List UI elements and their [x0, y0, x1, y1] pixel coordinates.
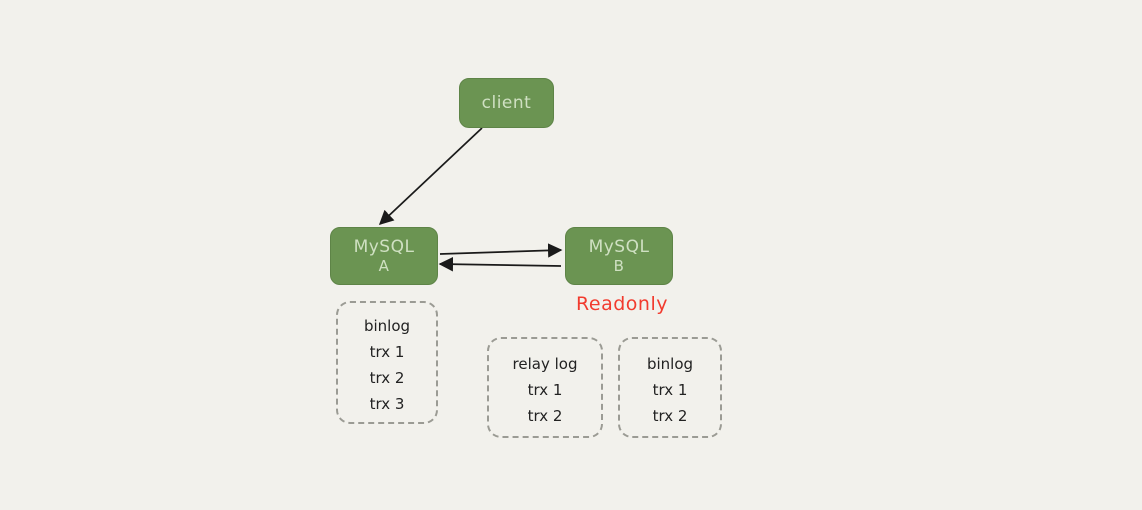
node-mysql-a: MySQL A: [330, 227, 438, 285]
binlog-a-entry: trx 1: [369, 343, 405, 361]
node-mysql-b: MySQL B: [565, 227, 673, 285]
node-mysql-a-subtitle: A: [378, 257, 390, 275]
relay-log-box-mysql-b: relay log trx 1 trx 2: [487, 337, 603, 438]
readonly-label: Readonly: [576, 293, 668, 315]
relay-log-b-entry: trx 1: [527, 381, 563, 399]
node-mysql-b-subtitle: B: [613, 257, 625, 275]
node-client-label: client: [481, 93, 532, 113]
binlog-a-entry: trx 3: [369, 395, 405, 413]
node-mysql-a-title: MySQL: [353, 237, 415, 257]
binlog-b-entry: trx 2: [652, 407, 688, 425]
binlog-a-entry: trx 2: [369, 369, 405, 387]
node-client: client: [459, 78, 554, 128]
binlog-b-entry: trx 1: [652, 381, 688, 399]
binlog-box-mysql-b: binlog trx 1 trx 2: [618, 337, 722, 438]
binlog-a-title: binlog: [363, 317, 411, 335]
arrow-client-to-mysql-a: [378, 127, 483, 225]
binlog-box-mysql-a: binlog trx 1 trx 2 trx 3: [336, 301, 438, 424]
arrow-mysql-a-to-mysql-b: [439, 243, 563, 258]
arrow-mysql-b-to-mysql-a: [438, 256, 562, 272]
relay-log-b-entry: trx 2: [527, 407, 563, 425]
node-mysql-b-title: MySQL: [588, 237, 650, 257]
relay-log-b-title: relay log: [512, 355, 578, 373]
binlog-b-title: binlog: [646, 355, 694, 373]
